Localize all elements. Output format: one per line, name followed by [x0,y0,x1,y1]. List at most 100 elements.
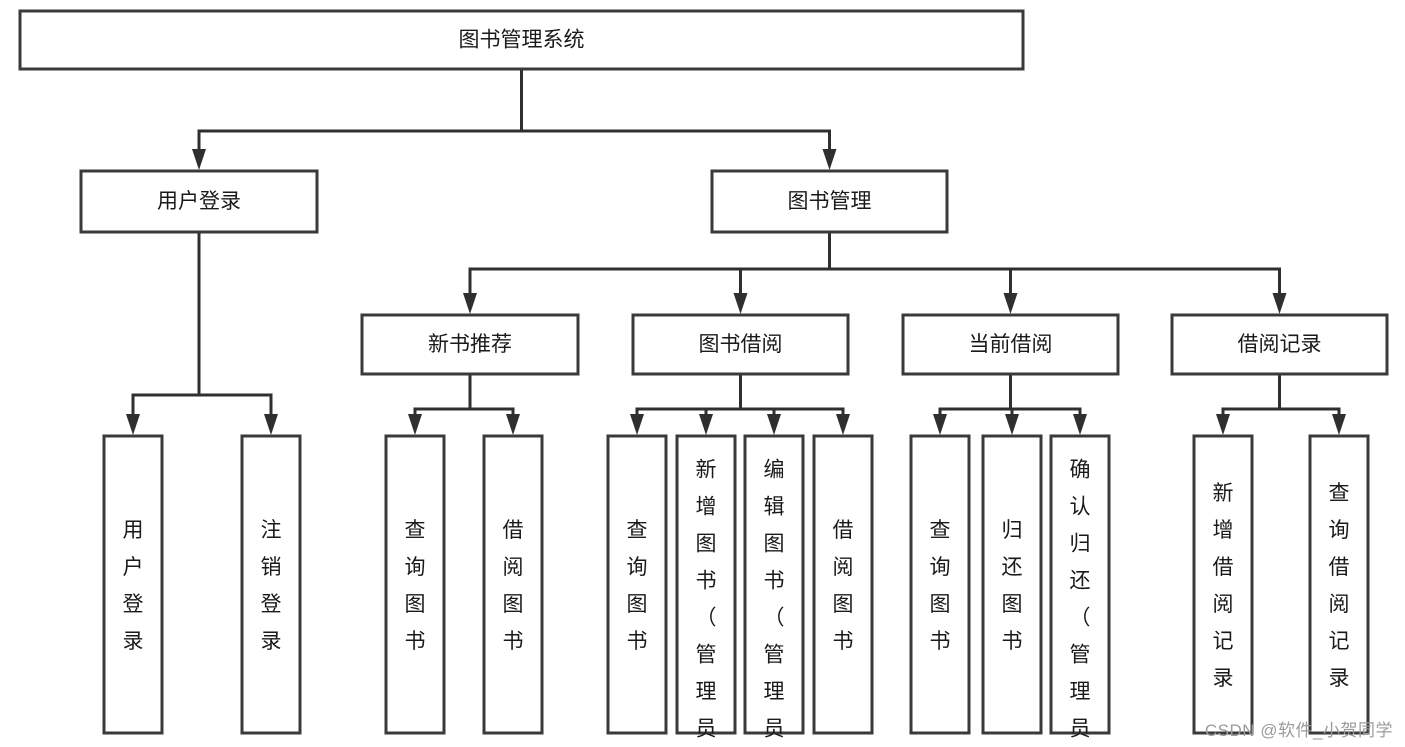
node-label: 图书管理系统 [459,29,585,52]
node-box[interactable] [743,434,805,735]
edge-new-book-rec-to-leaf-query-book-1 [408,374,472,435]
node-box[interactable] [482,434,544,735]
node-box[interactable] [981,434,1043,735]
node-book-borrow[interactable]: 图书借阅 [631,313,850,376]
node-label: 借阅记录 [1238,333,1322,356]
connector-line [739,232,831,303]
node-box[interactable] [240,434,302,735]
arrowhead-icon [767,414,781,435]
edge-book-borrow-to-leaf-query-book-2 [630,374,742,435]
connector-line [1278,374,1341,424]
node-box[interactable] [812,434,874,735]
node-user-login[interactable]: 用户登录 [79,169,319,234]
node-label: 查询借阅记录 [1329,482,1350,690]
arrowhead-icon [1003,293,1018,314]
node-box[interactable] [710,169,949,234]
edge-book-manage-to-borrow-record [828,232,1287,314]
edge-current-borrow-to-leaf-confirm-return [1009,374,1087,435]
node-box[interactable] [102,434,164,735]
edge-borrow-record-to-leaf-query-record [1278,374,1346,435]
arrowhead-icon [933,414,947,435]
node-label: 新书推荐 [428,333,512,356]
node-new-book-rec[interactable]: 新书推荐 [360,313,580,376]
connector-line [131,232,201,424]
node-leaf-query-record[interactable]: 查询借阅记录 [1308,434,1370,735]
connector-line [520,69,831,159]
node-label: 注销登录 [261,519,282,653]
arrowhead-icon [1272,293,1287,314]
node-borrow-record[interactable]: 借阅记录 [1170,313,1389,376]
node-box[interactable] [901,313,1120,376]
edge-user-login-to-leaf-user-logout [197,232,278,435]
node-label: 查询图书 [930,519,951,653]
node-label: 新增图书（管理员） [696,459,717,747]
node-box[interactable] [909,434,971,735]
node-leaf-edit-book[interactable]: 编辑图书（管理员） [743,434,805,747]
node-box[interactable] [1192,434,1254,735]
arrowhead-icon [822,149,837,170]
edge-root-to-book-manage [520,69,837,170]
node-label: 图书管理 [788,190,872,213]
node-book-manage[interactable]: 图书管理 [710,169,949,234]
nodes-layer: 图书管理系统用户登录图书管理新书推荐图书借阅当前借阅借阅记录用户登录注销登录查询… [18,9,1389,747]
node-label: 用户登录 [157,190,241,213]
arrowhead-icon [630,414,644,435]
arrowhead-icon [836,414,850,435]
connector-line [197,69,523,159]
arrowhead-icon [733,293,748,314]
node-label: 查询图书 [627,519,648,653]
node-box[interactable] [606,434,668,735]
edge-root-to-user-login [192,69,523,170]
arrowhead-icon [126,414,140,435]
edge-book-manage-to-current-borrow [828,232,1018,314]
arrowhead-icon [264,414,278,435]
node-box[interactable] [675,434,737,735]
node-leaf-user-logout[interactable]: 注销登录 [240,434,302,735]
connector-line [413,374,472,424]
node-leaf-query-book-1[interactable]: 查询图书 [384,434,446,735]
node-box[interactable] [1049,434,1111,735]
arrowhead-icon [192,149,206,170]
arrowhead-icon [506,414,520,435]
node-current-borrow[interactable]: 当前借阅 [901,313,1120,376]
arrowhead-icon [1332,414,1346,435]
node-leaf-add-record[interactable]: 新增借阅记录 [1192,434,1254,735]
node-box[interactable] [1308,434,1370,735]
arrowhead-icon [408,414,422,435]
edge-current-borrow-to-leaf-query-book-3 [933,374,1012,435]
node-label: 确认归还（管理员） [1070,459,1091,747]
node-box[interactable] [18,9,1025,71]
arrowhead-icon [463,293,477,314]
node-leaf-borrow-book-2[interactable]: 借阅图书 [812,434,874,735]
node-leaf-query-book-3[interactable]: 查询图书 [909,434,971,735]
edge-book-borrow-to-leaf-add-book [699,374,742,435]
connector-line [938,374,1012,424]
node-leaf-return-book[interactable]: 归还图书 [981,434,1043,735]
node-label: 借阅图书 [503,519,524,653]
edge-borrow-record-to-leaf-add-record [1216,374,1281,435]
edge-book-manage-to-book-borrow [733,232,831,314]
node-root[interactable]: 图书管理系统 [18,9,1025,71]
node-label: 借阅图书 [833,519,854,653]
node-box[interactable] [360,313,580,376]
node-leaf-add-book[interactable]: 新增图书（管理员） [675,434,737,747]
node-label: 用户登录 [123,519,144,653]
arrowhead-icon [1005,414,1019,435]
node-box[interactable] [631,313,850,376]
node-leaf-confirm-return[interactable]: 确认归还（管理员） [1049,434,1111,747]
node-leaf-query-book-2[interactable]: 查询图书 [606,434,668,735]
arrowhead-icon [699,414,713,435]
edge-new-book-rec-to-leaf-borrow-book-1 [468,374,520,435]
node-label: 当前借阅 [969,333,1053,356]
node-box[interactable] [79,169,319,234]
edge-book-manage-to-new-book-rec [463,232,831,314]
node-leaf-borrow-book-1[interactable]: 借阅图书 [482,434,544,735]
edge-book-borrow-to-leaf-borrow-book-2 [739,374,850,435]
node-leaf-user-login[interactable]: 用户登录 [102,434,164,735]
connector-line [1009,374,1082,424]
node-box[interactable] [384,434,446,735]
node-box[interactable] [1170,313,1389,376]
node-label: 编辑图书（管理员） [764,459,785,747]
